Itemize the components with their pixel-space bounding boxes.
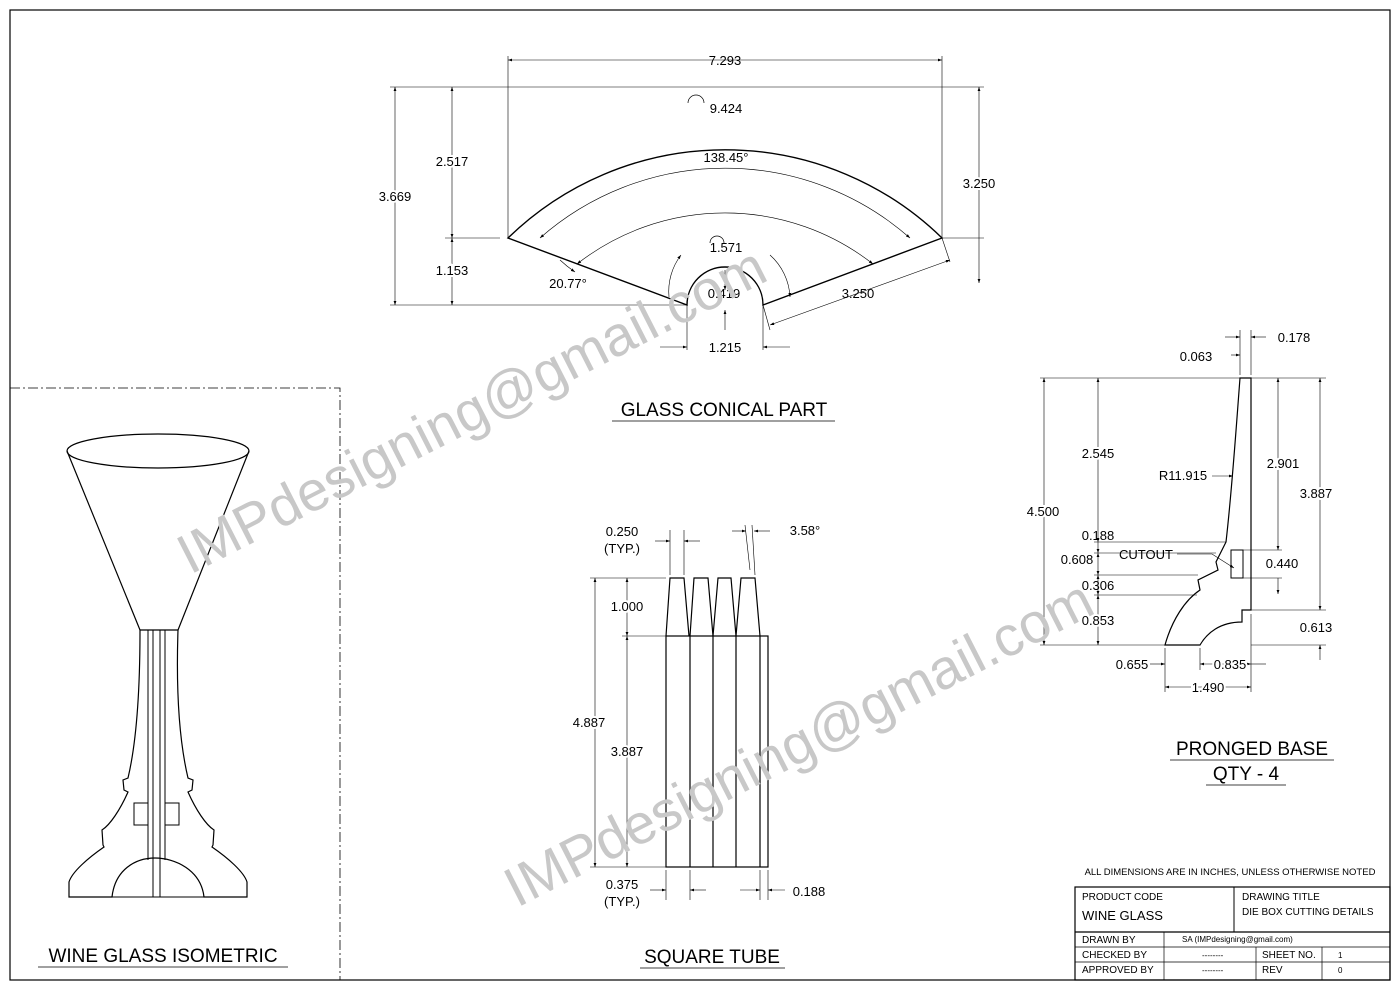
product-code-label: PRODUCT CODE	[1082, 892, 1163, 903]
isometric-title: WINE GLASS ISOMETRIC	[48, 946, 277, 967]
dim-slant-right: 3.250	[842, 286, 875, 301]
base-title: PRONGED BASE	[1176, 739, 1328, 760]
watermark-2: IMPdesigning@gmail.com	[494, 567, 1103, 919]
dim-radius: R11.915	[1159, 468, 1207, 483]
drawing-title: DIE BOX CUTTING DETAILS	[1242, 907, 1374, 918]
square-tube-view: 0.250 (TYP.) 3.58° 1.000 4.887 3.887 0.3…	[571, 523, 826, 969]
conical-outline	[506, 149, 944, 307]
sheet-number: 1	[1338, 951, 1343, 960]
dim-height-total: 3.669	[379, 189, 412, 204]
glass-rim	[66, 433, 250, 469]
drawing-title-label: DRAWING TITLE	[1242, 892, 1320, 903]
dim-width: 1.215	[709, 340, 742, 355]
dim-right-upper: 2.901	[1267, 456, 1300, 471]
dim-angle: 138.45°	[704, 150, 749, 165]
dim-tilt: 20.77°	[549, 276, 587, 291]
dim-lower: 1.153	[436, 263, 469, 278]
tube-title: SQUARE TUBE	[644, 947, 780, 968]
conical-part-view: 7.293 9.424 138.45° 1.571 0.419 1.215 3.…	[377, 53, 997, 422]
dim-mid: 0.306	[1082, 578, 1115, 593]
dim-flap: 0.188	[793, 884, 826, 899]
drawn-by-label: DRAWN BY	[1082, 935, 1136, 946]
isometric-view: WINE GLASS ISOMETRIC	[10, 387, 341, 980]
dim-tip-width: 0.250	[606, 524, 639, 539]
dim-height-right: 3.250	[963, 176, 996, 191]
dimension-note: ALL DIMENSIONS ARE IN INCHES, UNLESS OTH…	[1085, 867, 1376, 878]
conical-title: GLASS CONICAL PART	[621, 400, 828, 421]
dim-body: 3.887	[611, 744, 644, 759]
dim-taper: 3.58°	[790, 523, 821, 538]
rev-label: REV	[1262, 965, 1283, 976]
tube-body	[665, 635, 769, 868]
dim-chord: 7.293	[709, 53, 742, 68]
dim-foot-right: 0.613	[1300, 620, 1333, 635]
sheet-label: SHEET NO.	[1262, 950, 1316, 961]
dim-strip: 0.375	[606, 877, 639, 892]
dim-total-width: 1.490	[1192, 680, 1225, 695]
dim-left-width: 0.655	[1116, 657, 1149, 672]
glass-stand	[68, 629, 248, 898]
dim-top-width: 0.178	[1278, 330, 1311, 345]
dim-upper: 2.517	[436, 154, 469, 169]
cutout-label: CUTOUT	[1119, 547, 1173, 562]
dim-tip-typ: (TYP.)	[604, 541, 640, 556]
sheet-border	[9, 9, 1391, 981]
base-outline	[1164, 377, 1252, 646]
dim-arc-length: 9.424	[710, 101, 743, 116]
dim-inner-radius: 0.419	[708, 286, 741, 301]
title-block: ALL DIMENSIONS ARE IN INCHES, UNLESS OTH…	[1074, 867, 1391, 981]
dim-base-upper: 2.545	[1082, 446, 1115, 461]
dim-total-height: 4.500	[1027, 504, 1060, 519]
checked-by-label: CHECKED BY	[1082, 950, 1147, 961]
dim-right-total: 3.887	[1300, 486, 1333, 501]
pronged-base-view: 0.178 0.063 4.500 2.545 R11.915 2.901 3.…	[1025, 330, 1334, 786]
checked-by: --------	[1202, 951, 1224, 960]
dim-inner-arc: 1.571	[710, 240, 743, 255]
dim-strip-typ: (TYP.)	[604, 894, 640, 909]
dim-top-offset: 0.063	[1180, 349, 1213, 364]
rev-number: 0	[1338, 966, 1343, 975]
product-code: WINE GLASS	[1082, 908, 1163, 923]
dim-tip-len: 1.000	[611, 599, 644, 614]
dim-total: 4.887	[573, 715, 606, 730]
base-qty: QTY - 4	[1213, 764, 1280, 785]
approved-by: --------	[1202, 966, 1224, 975]
dim-step: 0.188	[1082, 528, 1115, 543]
dim-foot: 0.853	[1082, 613, 1115, 628]
dim-cutout: 0.608	[1061, 552, 1094, 567]
drawn-by: SA (IMPdesigning@gmail.com)	[1182, 935, 1293, 944]
dim-right-width: 0.835	[1214, 657, 1247, 672]
dim-slot: 0.440	[1266, 556, 1299, 571]
approved-by-label: APPROVED BY	[1082, 965, 1154, 976]
